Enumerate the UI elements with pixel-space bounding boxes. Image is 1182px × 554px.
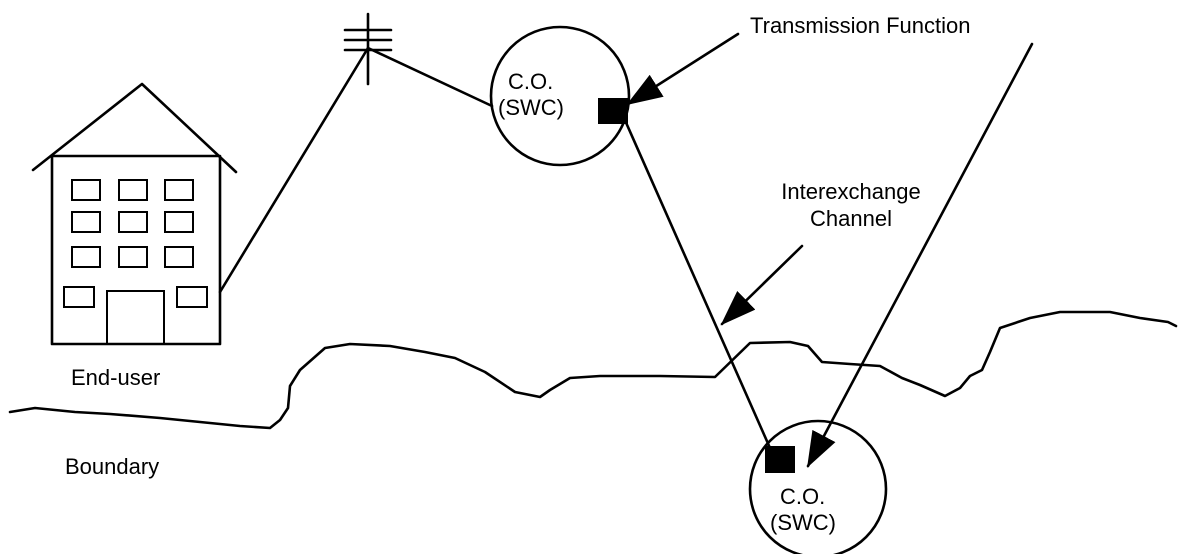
arrow-to-interexchange-channel	[720, 244, 804, 326]
building-window	[63, 286, 95, 308]
building-window	[164, 211, 194, 233]
boundary-line	[8, 310, 1178, 430]
boundary-label: Boundary	[65, 454, 159, 479]
building-window	[118, 211, 148, 233]
end-user-label: End-user	[71, 365, 160, 390]
co-bottom-label-line1: C.O.	[780, 484, 825, 509]
interexchange-label-line1: Interexchange	[781, 179, 920, 204]
interexchange-label-line2: Channel	[810, 206, 892, 231]
arrow-to-bottom-transmission	[806, 42, 1034, 468]
end-user-building	[31, 82, 238, 346]
building-door	[106, 290, 165, 345]
building-body	[50, 154, 222, 346]
central-office-bottom	[748, 419, 888, 554]
building-window	[118, 179, 148, 201]
building-window	[71, 179, 101, 201]
interexchange-channel-line	[622, 116, 772, 450]
co-top-label-line2: (SWC)	[498, 95, 564, 120]
co-bottom-label-line2: (SWC)	[770, 510, 836, 535]
building-window	[164, 246, 194, 268]
building-window	[176, 286, 208, 308]
building-roof	[31, 82, 238, 174]
building-window	[118, 246, 148, 268]
building-window	[71, 246, 101, 268]
building-window	[71, 211, 101, 233]
transmission-function-box-top	[598, 98, 628, 124]
transmission-function-box-bottom	[765, 446, 795, 473]
transmission-function-label: Transmission Function	[750, 13, 970, 38]
wire-building-to-pole	[218, 46, 370, 294]
arrow-to-top-transmission	[626, 32, 740, 106]
building-window	[164, 179, 194, 201]
wire-pole-to-co	[366, 46, 494, 108]
co-top-label-line1: C.O.	[508, 69, 553, 94]
